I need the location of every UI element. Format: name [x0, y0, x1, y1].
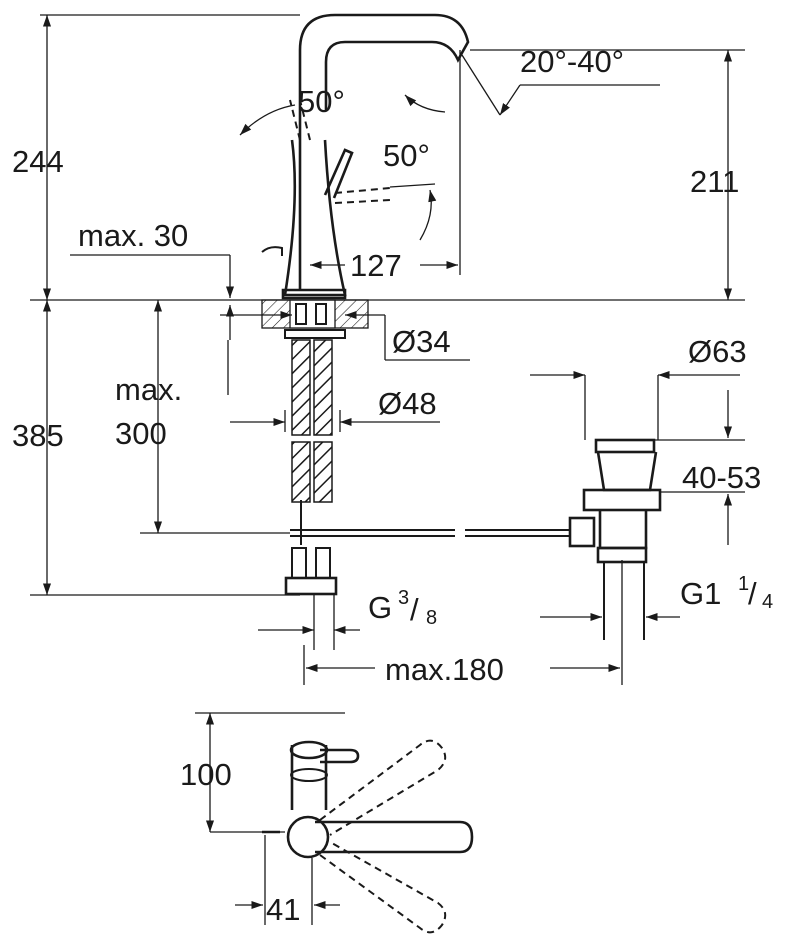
svg-text:3: 3: [398, 587, 409, 609]
svg-text:8: 8: [426, 607, 437, 629]
svg-text:G1: G1: [680, 576, 721, 611]
hole-diameter-label: Ø34: [392, 324, 451, 359]
popup-rod: [290, 529, 570, 537]
svg-text:/: /: [748, 576, 757, 611]
waste-diameter-label: Ø63: [688, 334, 747, 369]
shank-diameter-label: Ø48: [378, 386, 437, 421]
waste-range-label: 40-53: [682, 460, 761, 495]
lever-angle-lower-label: 50°: [383, 138, 430, 173]
reach-label: 127: [350, 248, 402, 283]
plan-width-label: 41: [266, 892, 300, 927]
max-depth-label-line2: 300: [115, 416, 167, 451]
height-spout-label: 211: [690, 164, 739, 199]
svg-text:4: 4: [762, 591, 773, 613]
height-total-label: 244: [12, 144, 64, 179]
connection-thread-label: G 3 / 8: [368, 587, 437, 629]
mounting-section: [261, 299, 369, 339]
faucet-elevation: [261, 13, 470, 300]
svg-text:G: G: [368, 590, 392, 625]
waste-fitting: [568, 438, 662, 640]
depth-below-label: 385: [12, 418, 64, 453]
dimension-lines: [30, 14, 745, 685]
svg-text:1: 1: [738, 573, 749, 595]
supply-hoses: [284, 339, 338, 596]
max-depth-label-line1: max.: [115, 372, 182, 407]
plan-view: [195, 712, 474, 934]
lever-angle-upper-label: 50°: [298, 84, 345, 119]
spout-angle-label: 20°-40°: [520, 44, 624, 79]
dimension-labels: 244 211 20°-40° 50° 50° max. 30 127 Ø34 …: [12, 44, 773, 927]
waste-thread-label: G1 1 / 4: [680, 573, 773, 613]
plan-depth-label: 100: [180, 757, 232, 792]
max-thickness-label: max. 30: [78, 218, 188, 253]
svg-text:/: /: [410, 592, 419, 627]
max-spread-label: max.180: [385, 652, 504, 687]
